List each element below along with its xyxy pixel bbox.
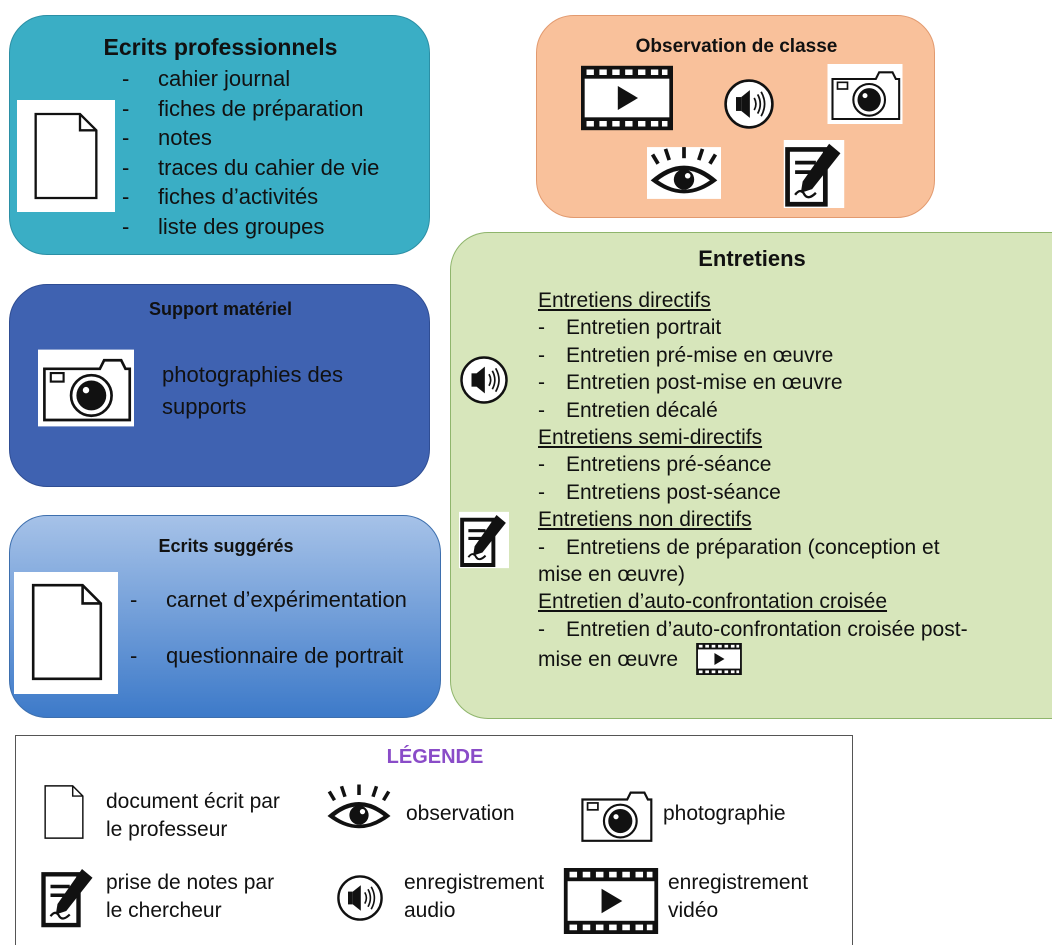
support-materiel-line: supports bbox=[162, 394, 247, 419]
legend-line: document écrit par bbox=[106, 790, 280, 813]
legend-document-text: document écrit par le professeur bbox=[106, 788, 280, 844]
legend-line: prise de notes par bbox=[106, 871, 275, 894]
list-item: carnet d’expérimentation bbox=[130, 572, 407, 628]
legend-video-text: enregistrement vidéo bbox=[668, 869, 808, 925]
ecrits-suggeres-box: Ecrits suggérés carnet d’expérimentation… bbox=[9, 515, 441, 718]
audio-icon bbox=[723, 78, 775, 130]
legend-line: observation bbox=[406, 802, 515, 825]
document-icon bbox=[14, 572, 118, 694]
section-heading: Entretiens directifs bbox=[538, 289, 711, 312]
list-item: fiches de préparation bbox=[122, 94, 379, 124]
list-item: notes bbox=[122, 123, 379, 153]
list-item: Entretien pré-mise en œuvre bbox=[538, 342, 968, 370]
list-item: Entretien portrait bbox=[538, 314, 968, 342]
eye-icon bbox=[647, 146, 721, 200]
legend-line: audio bbox=[404, 899, 456, 922]
support-materiel-box: Support matériel photographies des suppo… bbox=[9, 284, 430, 487]
note-taking-icon bbox=[783, 140, 845, 208]
observation-de-classe-title: Observation de classe bbox=[635, 36, 838, 57]
legend-title: LÉGENDE bbox=[386, 746, 484, 768]
section-heading: Entretiens non directifs bbox=[538, 508, 752, 532]
camera-icon bbox=[576, 784, 656, 846]
legend-line: le professeur bbox=[106, 818, 228, 841]
list-item: traces du cahier de vie bbox=[122, 153, 379, 183]
video-icon bbox=[563, 868, 659, 934]
list-item: Entretiens pré-séance bbox=[538, 451, 968, 479]
ecrits-professionnels-list: cahier journal fiches de préparation not… bbox=[122, 64, 379, 241]
list-item: Entretiens de préparation (conception et bbox=[538, 534, 968, 562]
support-materiel-text: photographies des supports bbox=[162, 359, 343, 423]
observation-de-classe-box: Observation de classe bbox=[536, 15, 935, 218]
entretiens-title: Entretiens bbox=[698, 246, 806, 271]
list-item-continuation: mise en œuvre bbox=[538, 647, 679, 671]
legend-line: le chercheur bbox=[106, 899, 222, 922]
legend-prise-de-notes-text: prise de notes par le chercheur bbox=[106, 869, 274, 925]
note-taking-icon bbox=[40, 864, 96, 930]
support-materiel-line: photographies des bbox=[162, 362, 344, 387]
legend-observation-text: observation bbox=[406, 800, 515, 828]
document-icon bbox=[17, 100, 115, 212]
list-item: fiches d’activités bbox=[122, 182, 379, 212]
legend-line: vidéo bbox=[668, 899, 719, 922]
legend-line: enregistrement bbox=[668, 871, 809, 894]
ecrits-suggeres-title: Ecrits suggérés bbox=[158, 536, 294, 556]
video-icon bbox=[696, 643, 742, 675]
list-item-continuation: mise en œuvre) bbox=[538, 563, 686, 587]
support-materiel-title: Support matériel bbox=[148, 299, 293, 319]
audio-icon bbox=[459, 355, 509, 405]
list-item: Entretien décalé bbox=[538, 397, 968, 425]
legend-line: photographie bbox=[663, 802, 786, 825]
legend-audio-text: enregistrement audio bbox=[404, 869, 544, 925]
ecrits-professionnels-title: Ecrits professionnels bbox=[103, 34, 338, 60]
list-item: Entretiens post-séance bbox=[538, 479, 968, 507]
audio-icon bbox=[336, 874, 384, 922]
note-taking-icon bbox=[459, 509, 509, 571]
list-item: Entretien d’auto-confrontation croisée p… bbox=[538, 616, 968, 644]
section-heading: Entretien d’auto-confrontation croisée bbox=[538, 590, 888, 614]
entretiens-content: Entretiens directifs Entretien portrait … bbox=[538, 287, 968, 675]
video-icon bbox=[581, 64, 673, 132]
ecrits-professionnels-box: Ecrits professionnels cahier journal fic… bbox=[9, 15, 430, 255]
list-item-continuation-row: mise en œuvre bbox=[538, 643, 968, 675]
list-item: liste des groupes bbox=[122, 212, 379, 242]
legend-photographie-text: photographie bbox=[663, 800, 786, 828]
legend: LÉGENDE document écrit par le professeur… bbox=[15, 735, 853, 945]
camera-icon bbox=[38, 349, 134, 427]
section-heading: Entretiens semi-directifs bbox=[538, 426, 763, 450]
list-item: Entretien post-mise en œuvre bbox=[538, 369, 968, 397]
legend-line: enregistrement bbox=[404, 871, 545, 894]
list-item: cahier journal bbox=[122, 64, 379, 94]
ecrits-suggeres-list: carnet d’expérimentation questionnaire d… bbox=[130, 572, 407, 684]
entretiens-box: Entretiens Entretiens directifs Entretie… bbox=[450, 232, 1052, 719]
camera-icon bbox=[827, 64, 903, 124]
eye-icon bbox=[324, 784, 394, 834]
document-icon bbox=[42, 783, 86, 841]
list-item: questionnaire de portrait bbox=[130, 628, 407, 684]
